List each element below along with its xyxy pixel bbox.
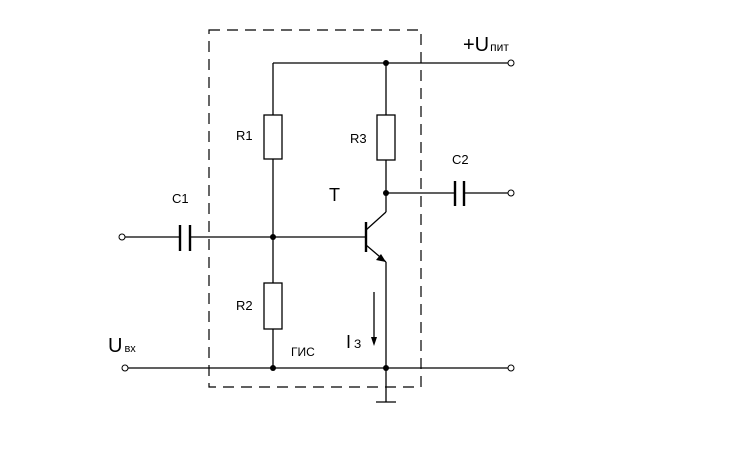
input-terminal xyxy=(118,233,126,241)
supply-terminal xyxy=(507,59,515,67)
resistor-r2 xyxy=(263,282,283,330)
transistor-collector-lead xyxy=(365,211,387,231)
r2-label: R2 xyxy=(236,298,253,313)
emitter-arrow-icon xyxy=(376,254,386,262)
node-r2-ground xyxy=(270,365,276,371)
c2-label: C2 xyxy=(452,152,469,167)
resistor-r1 xyxy=(263,114,283,160)
r1-label: R1 xyxy=(236,128,253,143)
output-terminal xyxy=(507,189,515,197)
resistor-r3 xyxy=(376,114,396,161)
transistor-t xyxy=(364,211,387,263)
common-terminal-right xyxy=(507,364,515,372)
c1-label: C1 xyxy=(172,191,189,206)
transistor-label: T xyxy=(329,185,340,205)
gis-boundary xyxy=(208,29,422,388)
r3-label: R3 xyxy=(350,131,367,146)
common-terminal-left xyxy=(121,364,129,372)
supply-label: +Uпит xyxy=(463,34,509,56)
gis-label: ГИС xyxy=(291,345,315,359)
current-arrow-icon xyxy=(371,337,377,346)
